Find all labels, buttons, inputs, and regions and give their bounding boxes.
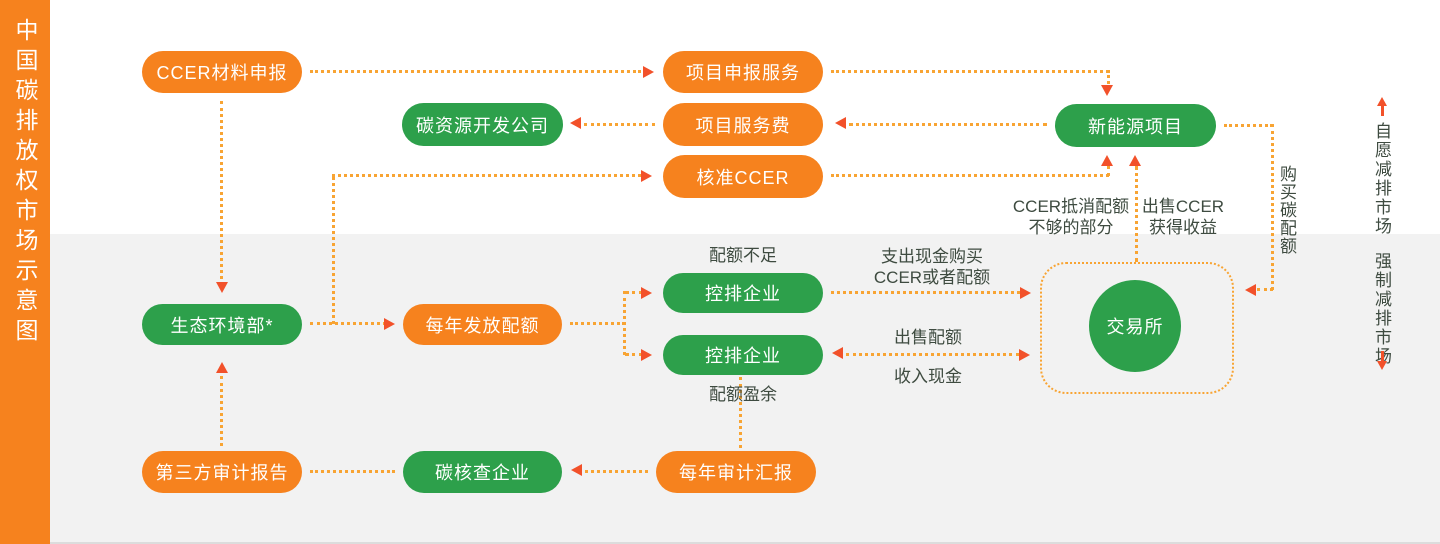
sidebar: 中国碳排放权市场示意图 (0, 0, 50, 544)
arrowhead-left (835, 117, 846, 129)
label-quota-surplus: 配额盈余 (709, 385, 777, 404)
connector-buy-quota-out (1224, 124, 1273, 127)
label-sell-quota: 出售配额 (894, 328, 962, 347)
connector-declare-to-newenergy (831, 70, 1109, 73)
arrowhead-left (571, 464, 582, 476)
connector-newenergy-to-fee (849, 123, 1047, 126)
connector-report-to-moee (220, 376, 223, 446)
node-project-fee: 项目服务费 (663, 103, 823, 146)
node-label: 碳资源开发公司 (416, 115, 549, 136)
label-line: 获得收益 (1149, 218, 1217, 237)
node-label: 交易所 (1106, 317, 1164, 337)
label-receive-cash: 收入现金 (894, 367, 962, 386)
connector-audit-to-verifier (585, 470, 648, 473)
arrowhead-right (1019, 349, 1030, 361)
connector-buy-quota-drop (1271, 124, 1274, 290)
node-label: 每年审计汇报 (679, 463, 793, 483)
connector-quota-split-stem (570, 322, 625, 325)
node-label: 控排企业 (705, 284, 781, 304)
connector-approvedccer-to-newenergy (831, 174, 1109, 177)
node-project-declare: 项目申报服务 (663, 51, 823, 93)
connector-declare-to-newenergy-drop (1107, 70, 1110, 84)
arrowhead-up (216, 362, 228, 373)
bottom-divider (50, 542, 1440, 544)
label-line: CCER抵消配额 (1012, 197, 1130, 216)
connector-ccer-offset-rise (1107, 166, 1110, 176)
node-approved-ccer: 核准CCER (663, 155, 823, 198)
arrowhead-right (643, 66, 654, 78)
node-label: 生态环境部* (170, 315, 274, 336)
node-carbon-verifier: 碳核查企业 (403, 451, 562, 493)
connector-short-to-exchange (831, 291, 1020, 294)
arrowhead-right (1020, 287, 1031, 299)
connector-sell-ccer (1135, 166, 1138, 262)
connector-quota-to-short (625, 291, 643, 294)
connector-surplus-to-audit (739, 377, 742, 448)
arrowhead-right (641, 170, 652, 182)
arrowhead-down (1101, 85, 1113, 96)
arrowhead-right (641, 287, 652, 299)
connector-quota-split (623, 291, 626, 355)
down-arrow-icon (1377, 361, 1387, 370)
label-voluntary-market: 自愿减排市场 (1372, 122, 1391, 236)
node-annual-quota: 每年发放配额 (403, 304, 562, 345)
node-label: 碳核查企业 (435, 463, 530, 483)
node-label: 每年发放配额 (425, 315, 540, 336)
node-third-party-report: 第三方审计报告 (142, 451, 302, 493)
label-line: 不够的部分 (1028, 218, 1114, 237)
connector-moee-to-approvedccer (332, 174, 641, 177)
connector-buy-quota-in (1257, 288, 1273, 291)
node-label: 项目服务费 (695, 115, 791, 136)
node-ccer-material: CCER材料申报 (142, 51, 302, 93)
node-exchange: 交易所 (1089, 280, 1181, 372)
up-arrow-icon (1377, 97, 1387, 106)
connector-material-to-moee (220, 101, 223, 279)
connector-material-to-declare (310, 70, 641, 73)
arrowhead-up (1129, 155, 1141, 166)
connector-moee-up-branch (332, 177, 335, 324)
node-label: CCER材料申报 (156, 63, 288, 83)
connector-fee-to-devcompany (584, 123, 655, 126)
node-moee: 生态环境部* (142, 304, 302, 345)
label-line: 支出现金购买 (881, 247, 983, 266)
node-new-energy: 新能源项目 (1055, 104, 1216, 147)
arrowhead-left (1245, 284, 1256, 296)
label-mandatory-market: 强制减排市场 (1372, 252, 1391, 366)
arrowhead-up (1101, 155, 1113, 166)
node-label: 第三方审计报告 (155, 463, 289, 483)
arrowhead-left (570, 117, 581, 129)
voluntary-market-marker (1372, 97, 1392, 116)
arrowhead-right (384, 318, 395, 330)
node-carbon-dev-company: 碳资源开发公司 (402, 103, 563, 146)
connector-moee-to-quota (310, 322, 386, 325)
connector-surplus-exchange (846, 353, 1019, 356)
node-annual-audit: 每年审计汇报 (656, 451, 816, 493)
node-label: 控排企业 (705, 346, 781, 366)
label-line: CCER或者配额 (873, 268, 991, 287)
node-enterprise-surplus: 控排企业 (663, 335, 823, 375)
connector-verifier-to-report (310, 470, 395, 473)
exchange-boundary (1040, 262, 1234, 394)
mandatory-market-marker (1372, 351, 1392, 370)
arrow-stem (1380, 351, 1384, 361)
page-title: 中国碳排放权市场示意图 (12, 18, 38, 348)
arrowhead-left (832, 347, 843, 359)
arrowhead-down (216, 282, 228, 293)
label-quota-short: 配额不足 (709, 246, 777, 265)
label-sell-ccer: 出售CCER 获得收益 (1103, 196, 1263, 238)
arrowhead-right (641, 349, 652, 361)
arrow-stem (1380, 106, 1384, 116)
node-enterprise-short: 控排企业 (663, 273, 823, 313)
node-label: 项目申报服务 (686, 63, 800, 83)
label-ccer-offset: CCER抵消配额 不够的部分 (991, 196, 1151, 238)
label-pay-cash: 支出现金购买 CCER或者配额 (852, 246, 1012, 288)
node-label: 核准CCER (696, 167, 790, 188)
label-buy-quota: 购买碳配额 (1277, 165, 1296, 255)
connector-quota-to-surplus (625, 353, 643, 356)
node-label: 新能源项目 (1088, 116, 1183, 137)
label-line: 出售CCER (1141, 197, 1225, 216)
